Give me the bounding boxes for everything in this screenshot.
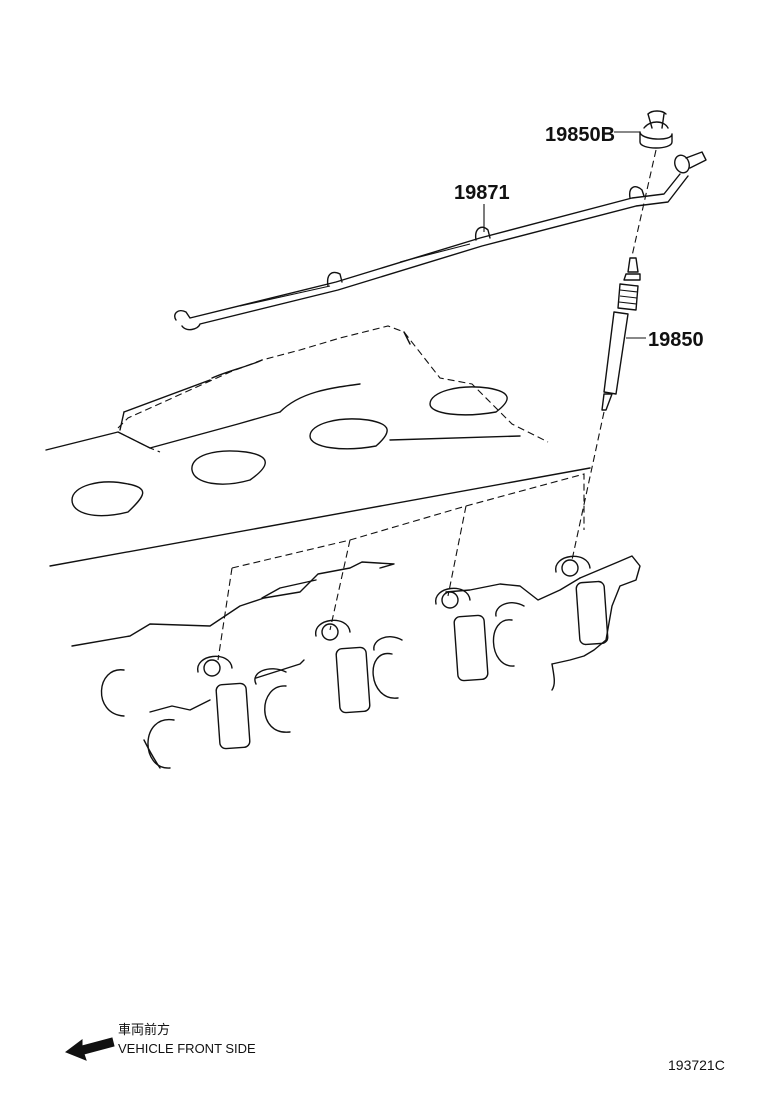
direction-label-en: VEHICLE FRONT SIDE (118, 1041, 256, 1056)
terminal-nut (639, 110, 673, 149)
leader-lines (483, 131, 646, 339)
direction-label-jp: 車両前方 (118, 1022, 170, 1037)
cylinder-head (45, 325, 591, 567)
vehicle-front-indicator: 車両前方 VEHICLE FRONT SIDE (64, 1022, 256, 1061)
assembly-lines (571, 149, 657, 561)
part-label-19850: 19850 (648, 329, 704, 351)
part-label-19871: 19871 (454, 182, 510, 204)
part-label-19850b: 19850B (545, 124, 615, 146)
glow-plug (601, 257, 641, 411)
arrow-left-icon (64, 1037, 115, 1061)
glow-plug-connector-bar (174, 151, 707, 331)
diagram-code: 193721C (668, 1057, 725, 1073)
cylinder-head-ports (71, 473, 641, 769)
